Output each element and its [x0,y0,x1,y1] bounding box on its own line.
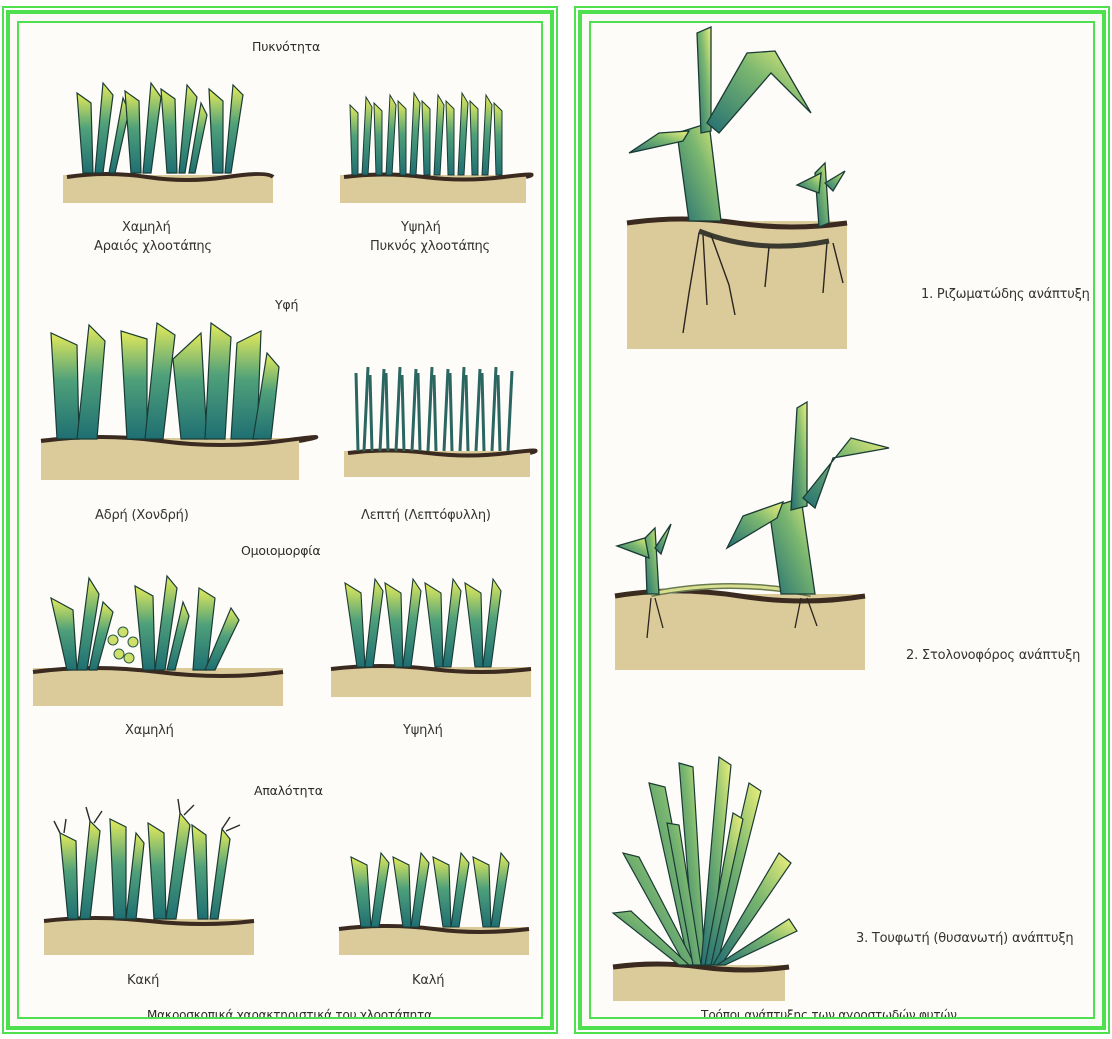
density-high-sublabel: Πυκνός χλοοτάπης [370,239,490,254]
left-panel: Πυκνότητα Χαμηλή Αραιός χλοοτάπης [6,10,554,1030]
left-panel-caption: Μακροσκοπικά χαρακτηριστικά του χλοοτάπη… [147,1008,432,1019]
softness-good-illustration [339,843,529,958]
growth-type-3-label: 3. Τουφωτή (θυσανωτή) ανάπτυξη [856,931,1073,946]
growth-type-1-label: 1. Ριζωματώδης ανάπτυξη [921,287,1090,302]
softness-heading: Απαλότητα [254,783,323,798]
density-high-illustration [340,83,526,203]
uniformity-heading: Ομοιομορφία [241,543,320,558]
softness-bad-label: Κακή [127,973,159,988]
rhizomatous-illustration [619,23,859,363]
right-panel-caption: Τρόποι ανάπτυξης των αγροστωδών φυτών [701,1008,957,1019]
softness-bad-illustration [44,793,254,958]
texture-heading: Υφή [275,297,298,312]
right-panel: 1. Ριζωματώδης ανάπτυξη 2. Στολονοφόρος … [578,10,1106,1030]
left-panel-inner: Πυκνότητα Χαμηλή Αραιός χλοοτάπης [17,21,543,1019]
uniformity-low-illustration [33,558,283,708]
density-heading: Πυκνότητα [252,39,320,54]
density-low-sublabel: Αραιός χλοοτάπης [94,239,212,254]
texture-fine-label: Λεπτή (Λεπτόφυλλη) [361,508,491,523]
density-high-label: Υψηλή [401,220,441,235]
texture-coarse-label: Αδρή (Χονδρή) [95,508,189,523]
density-low-label: Χαμηλή [122,220,171,235]
uniformity-high-label: Υψηλή [403,723,443,738]
stoloniferous-illustration [611,398,881,688]
right-panel-inner: 1. Ριζωματώδης ανάπτυξη 2. Στολονοφόρος … [589,21,1095,1019]
tufted-illustration [609,743,809,1003]
texture-coarse-illustration [41,313,299,488]
texture-fine-illustration [344,353,530,478]
softness-good-label: Καλή [412,973,444,988]
uniformity-high-illustration [331,563,531,703]
density-low-illustration [63,63,273,213]
uniformity-low-label: Χαμηλή [125,723,174,738]
growth-type-2-label: 2. Στολονοφόρος ανάπτυξη [906,648,1080,663]
